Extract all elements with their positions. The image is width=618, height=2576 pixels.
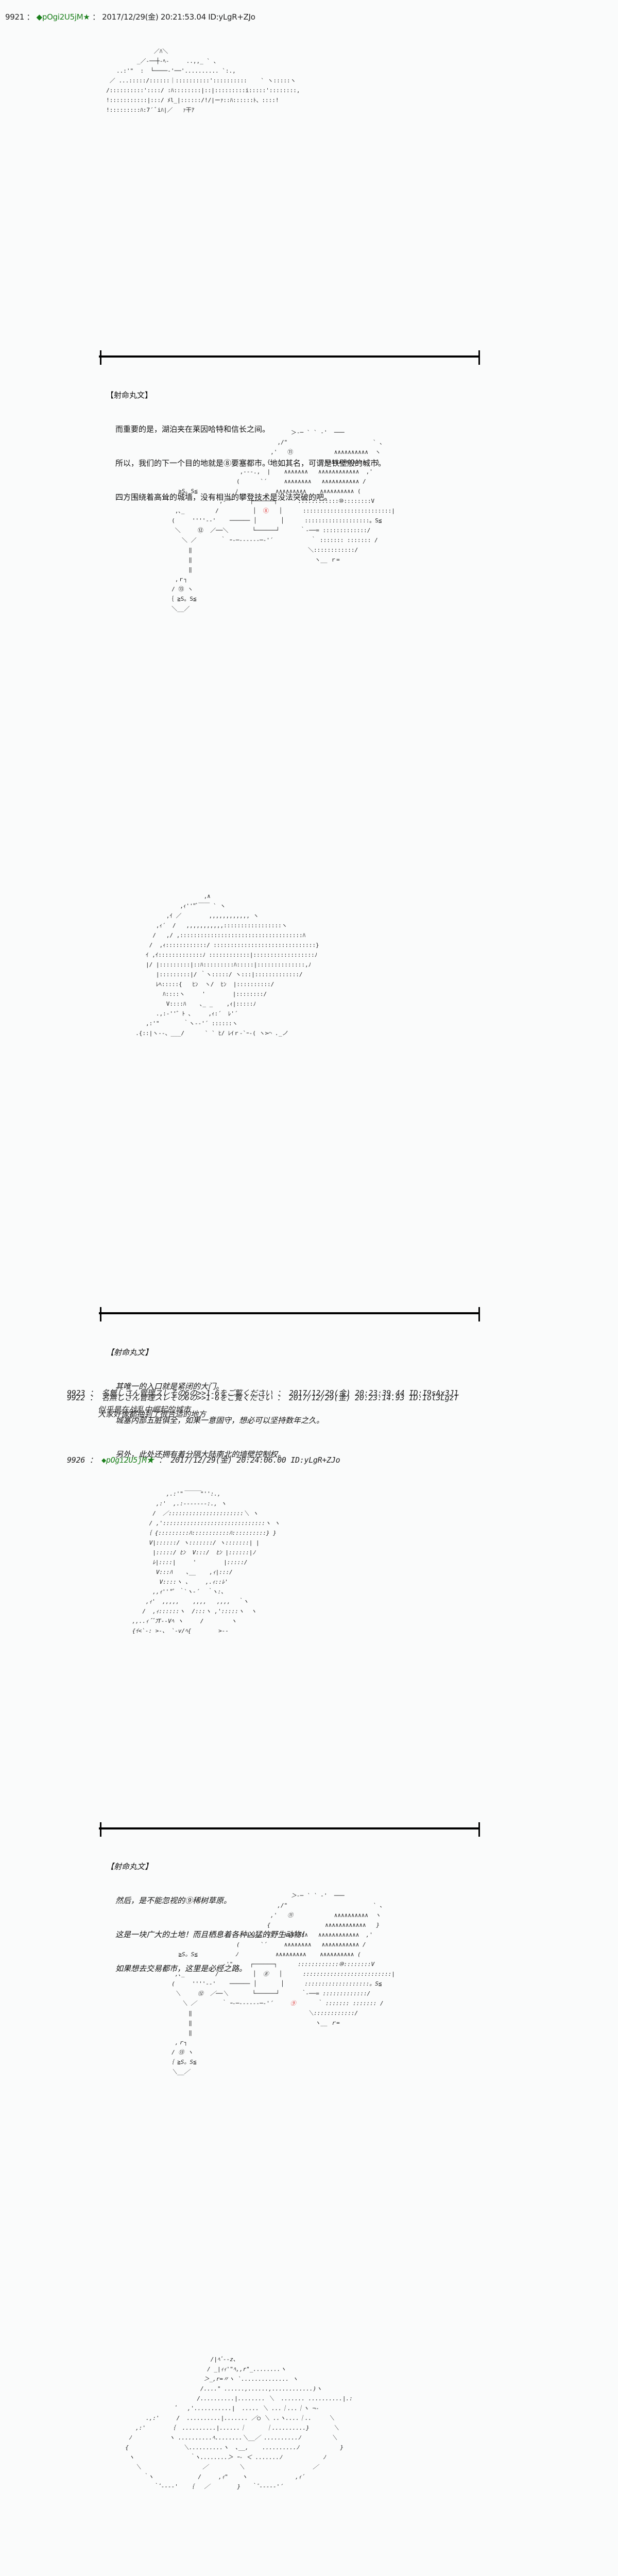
post-number[interactable]: 9923 — [67, 1388, 85, 1398]
section-divider — [99, 350, 480, 365]
post-datetime: 2017/12/29(金) 20:24:06.00 — [170, 1455, 286, 1465]
narration-block: 【射命丸文】 而重要的是，湖泊夹在莱因哈特和信长之间。 所以，我们的下一个目的地… — [106, 391, 386, 502]
post-datetime: 2017/12/29(金) 20:23:14.93 — [288, 1393, 405, 1402]
ascii-art-character: ,.:'"￣￣￣"'':., ,:' ,.:-‐‐‐‐‐-:., ヽ / ／::… — [132, 1490, 280, 1634]
post-id: ID:yLgR+ZJo — [290, 1455, 340, 1465]
post-header: 9926 ： ◆pOgi2U5jM★ ： 2017/12/29(金) 20:24… — [67, 1455, 340, 1465]
post-header: 9921 ： ◆pOgi2U5jM★ ： 2017/12/29(金) 20:21… — [5, 12, 255, 22]
trip-code: pOgi2U5jM — [42, 12, 83, 22]
post-datetime: 2017/12/29(金) 20:21:53.04 — [102, 12, 206, 22]
trip-diamond-icon: ◆ — [101, 1455, 106, 1465]
ascii-art-character: ,∧ ,ｨ''"ﾞ￣￣ ` ヽ ,ｲ ／ ,,,,,,,,,,,, ヽ ,ｨ´ … — [135, 893, 319, 1037]
ascii-art-character: /|ﾍﾞ‐‐z､ / _|ｨｨ'"ﾍ,,r"_........ヽ ＞_,r=〃ヽ… — [125, 2356, 353, 2490]
star-icon: ★ — [146, 1455, 154, 1465]
speaker-label: 【射命丸文】 — [106, 1862, 153, 1871]
post-number[interactable]: 9926 — [67, 1455, 85, 1465]
trip-code: pOgi2U5jM — [106, 1455, 147, 1465]
reply-body: 大家好像都抽到了很合适的地方 — [98, 1410, 207, 1419]
star-icon: ★ — [83, 12, 90, 22]
trip-diamond-icon: ◆ — [36, 12, 43, 22]
ascii-art-character: ／ﾊ＼ _／‐──┼‐ﾍ‐ ..,,_ ` 、 ..:'" : └────‐'─… — [62, 46, 480, 2490]
poster-name: 名無しさん管理スレその6の>>1-6をご覧ください — [101, 1388, 272, 1398]
narration-block: 【射命丸文】 其唯一的入口就是紧闭的大门。 城塞内部五脏俱全，如果一意固守，想必… — [106, 1348, 324, 1459]
ascii-art-map: ＞‐─ ` ` ‐' ─── ,/" ` 、 ,' ⑪ ∧∧∧∧∧∧∧∧∧∧ ヽ… — [168, 1892, 395, 2075]
post-datetime: 2017/12/29(金) 20:23:39.44 — [288, 1388, 405, 1398]
reply-body: 似乎是在战乱中崛起的城市 — [98, 1405, 191, 1414]
section-divider — [99, 1307, 480, 1321]
post-id: ID:yLgR+ZJo — [208, 12, 255, 22]
post-header: 9922 ： 名無しさん管理スレその6の>>1-6をご覧ください ： 2017/… — [67, 1393, 458, 1402]
section-divider — [99, 1822, 480, 1837]
post-number[interactable]: 9922 — [67, 1393, 85, 1402]
post-number[interactable]: 9921 — [5, 12, 24, 22]
post-id: ID:Iol3LgzT — [408, 1393, 458, 1402]
post-id: ID:I9sAx3J1 — [408, 1388, 458, 1398]
ascii-art-map: ＞‐─ ` ` ‐' ─── ,/" ` 、 ,' ⑪ ∧∧∧∧∧∧∧∧∧∧ ヽ… — [168, 429, 395, 612]
poster-name: 名無しさん管理スレその6の>>1-6をご覧ください — [101, 1393, 272, 1402]
speaker-label: 【射命丸文】 — [106, 391, 153, 400]
narration-block: 【射命丸文】 然后，是不能忽视的⑨稀树草原。 这是一块广大的土地！而且栖息着各种… — [106, 1862, 309, 1973]
post-header: 9923 ： 名無しさん管理スレその6の>>1-6をご覧ください ： 2017/… — [67, 1388, 458, 1398]
speaker-label: 【射命丸文】 — [106, 1348, 153, 1357]
